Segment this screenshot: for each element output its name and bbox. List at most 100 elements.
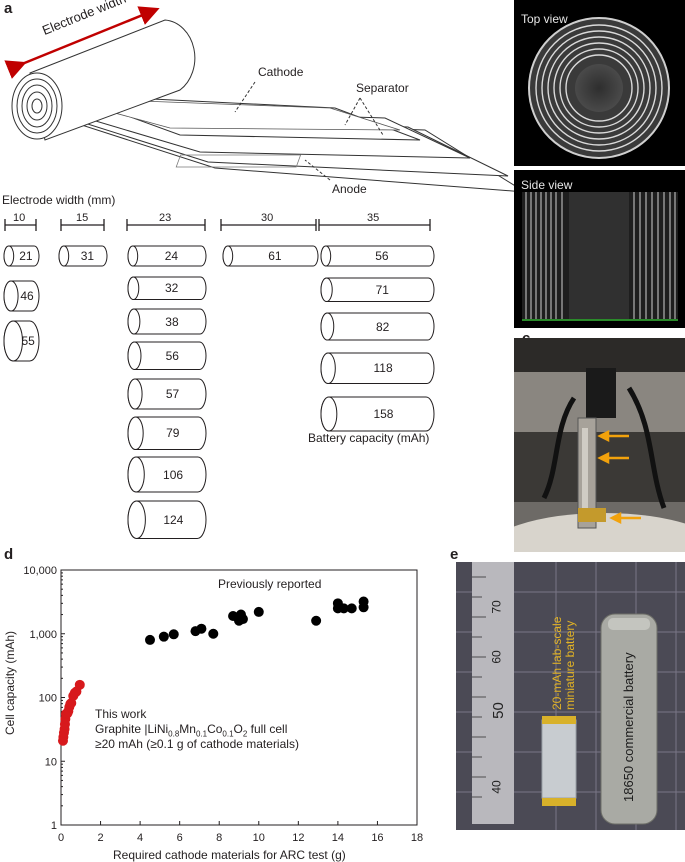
commercial-cell-label: 18650 commercial battery: [621, 652, 636, 802]
y-tick-label: 1: [51, 820, 57, 832]
roll-end: [11, 72, 63, 140]
x-tick-label: 10: [253, 832, 265, 844]
x-tick-label: 6: [177, 832, 183, 844]
battery-cylinder: 82: [320, 312, 437, 341]
capacity-value: 55: [21, 334, 35, 348]
ct-top-view: Top view: [514, 0, 685, 166]
top-view-label: Top view: [521, 12, 568, 26]
width-label-10: 10: [12, 212, 27, 224]
previously-reported-label: Previously reported: [218, 577, 322, 591]
x-tick-label: 16: [371, 832, 383, 844]
capacity-value: 79: [166, 426, 180, 441]
y-tick-label: 100: [39, 693, 57, 705]
cell-chemistry-label: Graphite |LiNi0.8Mn0.1Co0.1O2 full cell: [95, 722, 287, 738]
data-point: [311, 615, 322, 626]
battery-cylinder: 55: [3, 320, 42, 362]
this-work-label: This work: [95, 707, 147, 721]
battery-cylinder: 79: [127, 416, 209, 451]
width-label-30: 30: [260, 212, 275, 224]
panel-label-e: e: [450, 546, 459, 563]
capacity-value: 118: [373, 361, 393, 376]
width-label-15: 15: [75, 212, 90, 224]
electrode-width-arrow: [4, 6, 160, 79]
width-label-23: 23: [158, 212, 173, 224]
y-tick-label: 1,000: [29, 629, 57, 641]
capacity-value: 32: [165, 281, 179, 296]
cathode-note-label: ≥20 mAh (≥0.1 g of cathode materials): [95, 737, 299, 751]
battery-cylinder: 158: [320, 396, 437, 432]
chem-o-sub: 2: [242, 729, 248, 739]
data-point: [208, 628, 219, 639]
x-tick-label: 12: [292, 832, 304, 844]
ruler-number-60: 60: [489, 650, 504, 664]
panel-label-d: d: [4, 546, 14, 563]
battery-cylinder: 56: [320, 245, 437, 267]
anode-label: Anode: [332, 182, 367, 196]
battery-cylinder: 31: [58, 245, 110, 267]
battery-cylinder: 71: [320, 277, 437, 303]
battery-cylinder: 56: [127, 341, 209, 371]
chem-ni-sub: 0.8: [168, 729, 180, 739]
width-label-35: 35: [366, 212, 381, 224]
arc-photo: [514, 338, 685, 552]
side-view-label: Side view: [521, 178, 573, 192]
chem-o: O: [233, 722, 243, 736]
separator-label: Separator: [356, 81, 409, 95]
chem-co: Co: [207, 722, 223, 736]
battery-cylinder: 21: [3, 245, 42, 267]
capacity-value: 56: [375, 249, 389, 263]
ruler-number-50: 50: [489, 702, 507, 719]
capacity-value: 31: [80, 249, 95, 263]
chem-suffix: full cell: [247, 722, 288, 736]
battery-cylinder: 38: [127, 308, 209, 335]
battery-cylinder: 124: [127, 500, 209, 540]
width-brackets: [4, 219, 431, 231]
capacity-value: 46: [20, 289, 34, 303]
capacity-value: 56: [165, 348, 179, 363]
data-point: [253, 606, 264, 617]
jelly-roll-schematic: [4, 6, 520, 193]
data-point: [145, 634, 155, 645]
battery-cylinder: 32: [127, 276, 209, 301]
y-tick-label: 10,000: [23, 565, 57, 577]
ruler-number-70: 70: [489, 600, 504, 614]
capacity-value: 106: [163, 467, 184, 482]
capacity-value: 158: [373, 407, 394, 421]
capacity-value: 38: [165, 314, 179, 329]
capacity-value: 124: [163, 512, 184, 527]
capacity-value: 24: [164, 249, 179, 263]
cathode-label: Cathode: [258, 65, 304, 79]
data-point: [196, 623, 207, 634]
chart-x-label: Required cathode materials for ARC test …: [113, 848, 346, 862]
chem-mn: Mn: [179, 722, 196, 736]
battery-cylinder: 61: [222, 245, 321, 267]
data-point: [74, 679, 85, 690]
lab-cell-label: 20-mAh lab-scale miniature battery: [550, 616, 577, 710]
capacity-value: 71: [375, 282, 389, 297]
ruler-number-40: 40: [489, 780, 504, 794]
battery-cylinder: 118: [320, 352, 437, 385]
chem-co-sub: 0.1: [222, 729, 234, 739]
cylindrical-18650-cell: [600, 613, 658, 825]
x-tick-label: 18: [411, 832, 423, 844]
chem-mn-sub: 0.1: [195, 729, 208, 739]
x-tick-label: 0: [58, 832, 64, 844]
ct-side-view: Side view: [514, 170, 685, 328]
battery-photo: 70 60 50 40 20-mAh lab-scale miniature b…: [456, 562, 685, 830]
data-point: [338, 603, 349, 614]
roll-body: [29, 19, 196, 141]
steel-ruler: [472, 562, 514, 824]
capacity-value: 21: [19, 249, 33, 263]
x-tick-label: 8: [216, 832, 222, 844]
battery-cylinder: 46: [3, 280, 42, 312]
chem-prefix: Graphite |LiNi: [95, 722, 169, 736]
data-point: [158, 631, 169, 642]
battery-cylinder: 106: [127, 456, 209, 493]
data-point: [358, 602, 369, 613]
battery-cylinder: 57: [127, 378, 209, 410]
data-point: [346, 603, 357, 614]
capacity-title: Battery capacity (mAh): [308, 431, 430, 445]
x-tick-label: 4: [137, 832, 143, 844]
x-tick-label: 2: [97, 832, 103, 844]
